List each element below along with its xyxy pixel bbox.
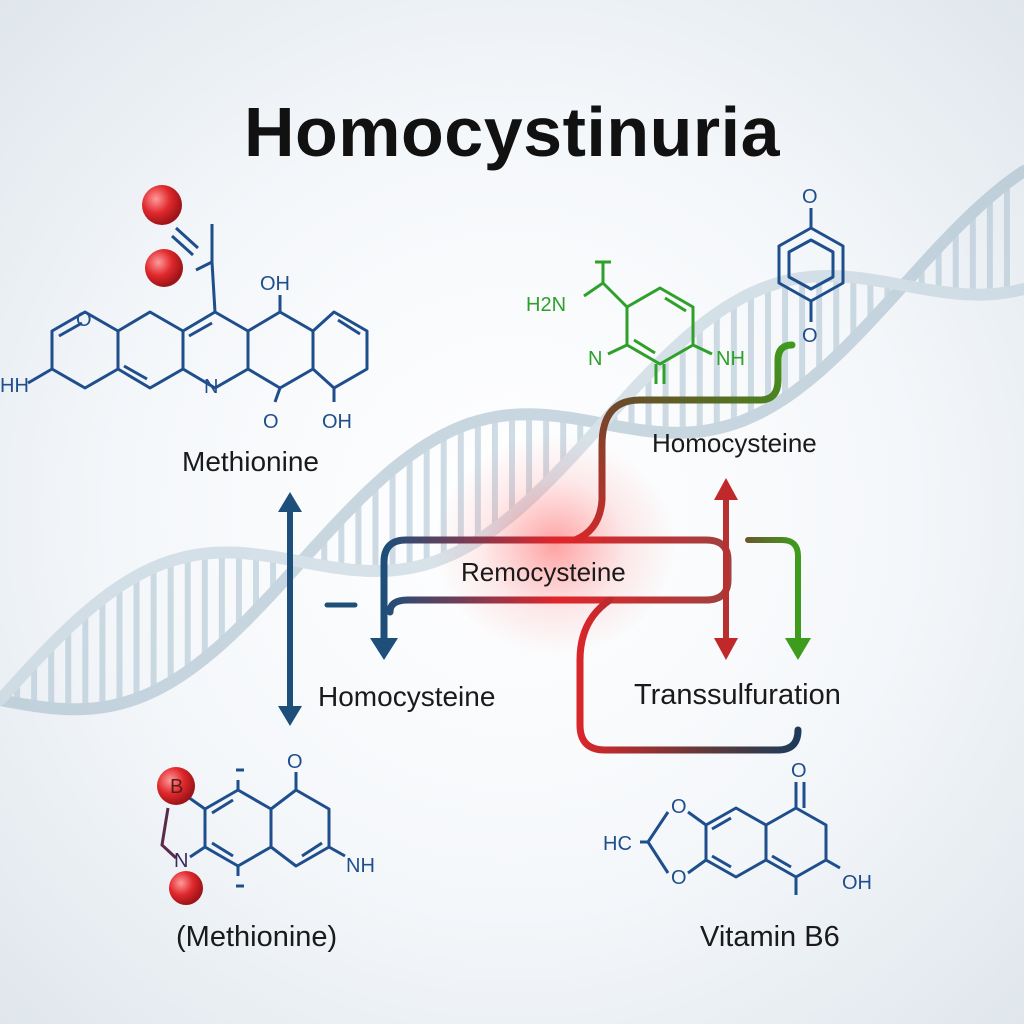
atom-o: O — [287, 751, 303, 773]
label-homocysteine-mid: Homocysteine — [318, 681, 496, 712]
double-bond — [711, 854, 732, 869]
atom-nh: NH — [716, 348, 745, 370]
atom-hc: HC — [603, 833, 632, 855]
dna-helix-background — [0, 165, 1024, 716]
label-vitamin-b6: Vitamin B6 — [700, 921, 840, 953]
double-bond — [664, 296, 687, 313]
double-bond — [188, 321, 213, 338]
methionine-bottom-molecule — [187, 768, 346, 888]
arrowhead-down — [785, 638, 811, 660]
phenol-molecule — [777, 208, 845, 322]
bond — [646, 811, 670, 843]
atom-sphere — [142, 185, 182, 225]
label-homocysteine-top: Homocysteine — [652, 428, 817, 458]
double-bond — [337, 318, 361, 336]
atom-oh: OH — [260, 273, 290, 295]
atom-sphere — [169, 871, 203, 905]
ring-1 — [704, 806, 768, 879]
atom-o: O — [802, 325, 818, 347]
methionine-top-molecule — [27, 224, 369, 403]
diagram-title: Homocystinuria — [244, 93, 780, 171]
reaction-glow — [435, 435, 675, 655]
double-bond — [123, 364, 148, 381]
double-bond — [58, 321, 83, 338]
green-molecule — [583, 260, 713, 384]
ring-4 — [246, 310, 315, 390]
ring-2 — [764, 806, 828, 879]
atom-o: O — [671, 867, 687, 889]
double-bond — [211, 798, 234, 815]
label-methionine-bottom: (Methionine) — [176, 921, 338, 953]
double-bond — [174, 226, 200, 250]
bond — [328, 845, 346, 858]
transsulfuration-loop — [576, 596, 802, 754]
atom-n: N — [588, 348, 602, 370]
bond — [27, 367, 53, 385]
double-bond — [771, 854, 792, 869]
atom-h2n: H2N — [526, 294, 566, 316]
atom-o: O — [263, 411, 279, 433]
atom-o: O — [76, 309, 92, 331]
bond — [210, 261, 217, 313]
bond — [825, 858, 841, 870]
label-transsulfuration: Transsulfuration — [634, 679, 841, 711]
bond — [160, 807, 178, 860]
atom-n: N — [204, 376, 218, 398]
double-bond — [170, 234, 195, 257]
bond — [583, 281, 604, 298]
arrowhead-up — [278, 492, 302, 512]
double-bond — [211, 841, 234, 858]
label-remocysteine: Remocysteine — [461, 557, 626, 587]
bond — [692, 343, 713, 356]
ring-5 — [311, 310, 369, 390]
bond — [646, 841, 670, 874]
inner-ring — [787, 238, 835, 291]
ring-2 — [269, 788, 331, 868]
bond — [687, 858, 707, 875]
bond — [607, 343, 628, 356]
atom-o: O — [802, 186, 818, 208]
atom-o: O — [791, 760, 807, 782]
arrowhead-down — [278, 706, 302, 726]
bond — [189, 845, 206, 859]
pathway-arrows — [278, 341, 811, 754]
bond — [687, 810, 707, 827]
atom-nh: NH — [346, 855, 375, 877]
bond — [195, 260, 213, 272]
bond — [187, 795, 206, 811]
double-bond — [301, 841, 323, 858]
ring-2 — [116, 310, 185, 390]
atom-sphere — [145, 249, 183, 287]
ring-1 — [203, 788, 273, 868]
arrowhead-down — [370, 638, 398, 660]
bond — [601, 281, 629, 309]
label-methionine: Methionine — [182, 446, 319, 477]
bond — [273, 387, 282, 403]
atom-n: N — [174, 850, 188, 872]
green-arrow — [745, 537, 801, 643]
atom-nh: HH — [0, 375, 29, 397]
double-bond — [711, 816, 732, 831]
dna-rungs — [14, 183, 1010, 710]
atom-o: O — [671, 796, 687, 818]
dna-strand-a — [0, 165, 1024, 716]
atom-sphere — [157, 767, 195, 805]
pathway-link — [571, 341, 796, 544]
atom-oh: OH — [322, 411, 352, 433]
vitamin-b6-molecule — [640, 782, 841, 895]
atom-b: B — [170, 776, 183, 798]
double-bond — [633, 338, 656, 355]
arrowhead-up — [714, 478, 738, 500]
atom-oh: OH — [842, 872, 872, 894]
arrowhead-down — [714, 638, 738, 660]
